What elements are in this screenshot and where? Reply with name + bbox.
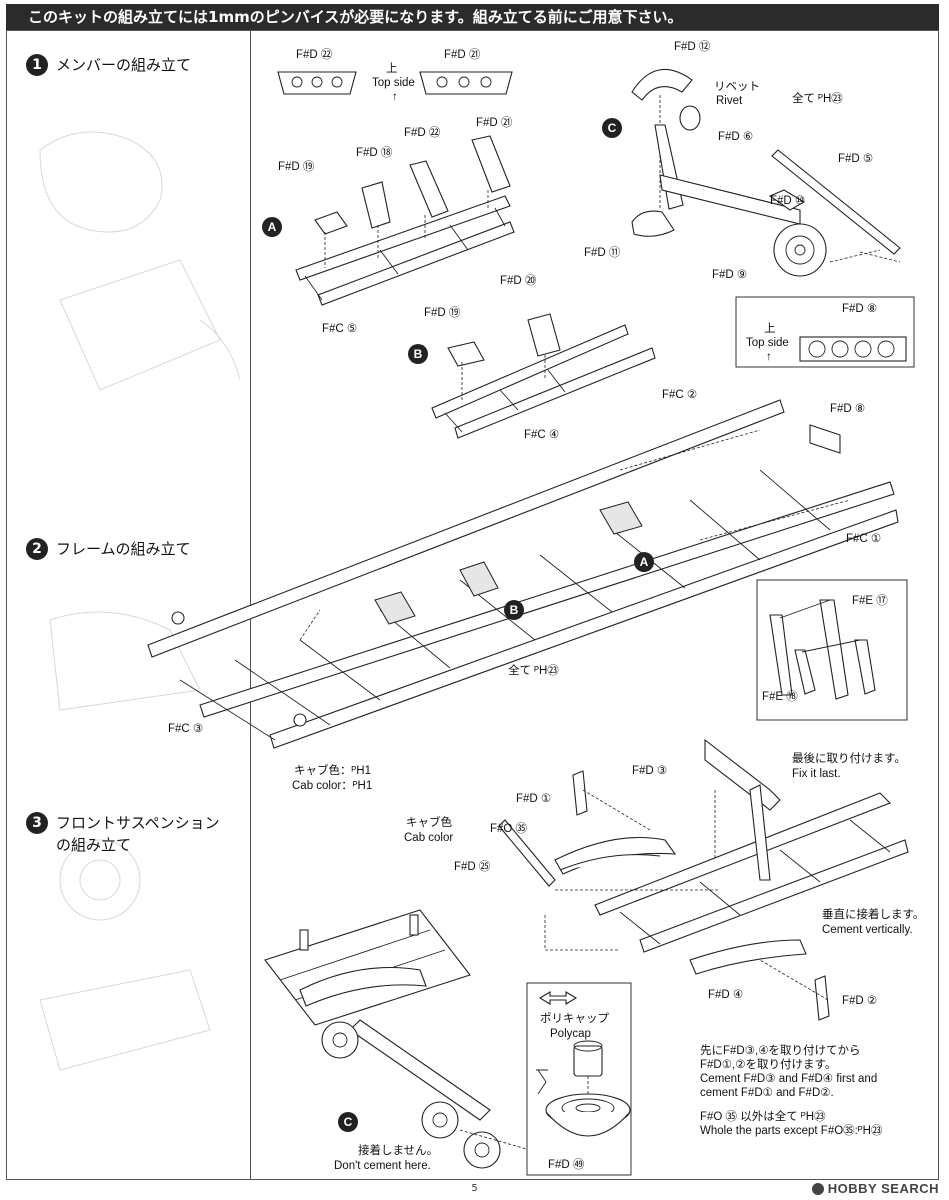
subframe-a <box>295 135 515 306</box>
step-2-number: 2 <box>26 538 48 560</box>
label-c-d9: F#D ⑨ <box>712 269 748 281</box>
label-cab-color2-jp: キャブ色 <box>406 817 452 829</box>
subframe-b <box>431 313 656 439</box>
header-notice: このキットの組み立てには1mmのピンバイスが必要になります。組み立てる前にご用意… <box>6 4 939 30</box>
label-fix-en: Fix it last. <box>792 768 841 780</box>
label-c-d10: F#D ⑩ <box>770 195 806 207</box>
step-2-title: フレームの組み立て <box>56 540 191 558</box>
step-3-number: 3 <box>26 812 48 834</box>
note-line4: cement F#D① and F#D②. <box>700 1087 834 1099</box>
note-line5: F#O ㉟ 以外は全て ᴾH㉓ <box>700 1111 826 1123</box>
label-nocement-en: Don't cement here. <box>334 1160 431 1172</box>
label-s3-d2: F#D ② <box>842 995 878 1007</box>
label-cab-color1-jp: キャブ色：ᴾH1 <box>294 765 372 777</box>
label-vert-en: Cement vertically. <box>822 924 913 936</box>
label-b-d19: F#D ⑲ <box>424 307 461 319</box>
label-cab-color1-en: Cab color：ᴾH1 <box>292 780 373 792</box>
watermark-text: HOBBY SEARCH <box>827 1181 939 1196</box>
inset-part8 <box>735 296 915 368</box>
label-cab-color2-en: Cab color <box>404 832 454 844</box>
label-inset-e18: F#E ⑱ <box>762 691 798 703</box>
label-s3-d3: F#D ③ <box>632 765 668 777</box>
front-suspension-frame <box>498 738 909 1021</box>
page-number: 5 <box>471 1183 478 1194</box>
label-c-all-ph23: 全て ᴾH㉓ <box>792 93 843 105</box>
page-frame <box>6 30 939 1180</box>
step-3-title-line1: フロントサスペンション <box>56 814 220 832</box>
label-c-d12: F#D ⑫ <box>674 41 711 53</box>
label-top-d21: F#D ㉑ <box>444 49 481 61</box>
step-2-heading: 2 フレームの組み立て <box>26 538 191 560</box>
label-a-c5: F#C ⑤ <box>322 323 358 335</box>
polycap-inset <box>526 982 632 1176</box>
step-1-number: 1 <box>26 54 48 76</box>
label-nocement-jp: 接着しません。 <box>358 1145 439 1157</box>
marker-b-frame: B <box>504 600 524 620</box>
note-line3: Cement F#D③ and F#D④ first and <box>700 1073 878 1085</box>
label-s3-o35: F#O ㉟ <box>490 823 528 835</box>
note-line2: F#D①,②を取り付けます。 <box>700 1059 837 1071</box>
step-3-title-line2: の組み立て <box>56 836 132 854</box>
label-frame-all-ph23: 全て ᴾH㉓ <box>508 665 559 677</box>
step-1-heading: 1 メンバーの組み立て <box>26 54 191 76</box>
label-top-d22: F#D ㉒ <box>296 49 333 61</box>
label-polycap-en: Polycap <box>550 1028 591 1040</box>
label-a-d18: F#D ⑱ <box>356 147 393 159</box>
inset-part-e17-e18 <box>756 579 908 721</box>
arrow-up-icon-2: ↑ <box>766 351 772 363</box>
member-top-21 <box>419 71 513 95</box>
label-fix-jp: 最後に取り付けます。 <box>792 753 906 765</box>
member-top-22 <box>277 71 357 95</box>
label-s3-d4: F#D ④ <box>708 989 744 1001</box>
label-top-ue: 上 <box>386 63 398 75</box>
label-c-rivet-jp: リベット <box>714 81 760 93</box>
label-frame-c3: F#C ③ <box>168 723 204 735</box>
step-3-heading: 3 フロントサスペンション の組み立て <box>26 812 220 856</box>
label-s3-d25: F#D ㉕ <box>454 861 491 873</box>
step-1-title: メンバーの組み立て <box>56 56 192 74</box>
marker-c: C <box>602 118 622 138</box>
ghost-art-left <box>39 131 241 1071</box>
label-polycap-jp: ポリキャップ <box>540 1013 609 1025</box>
label-c-rivet-en: Rivet <box>716 95 743 107</box>
label-frame-c2: F#C ② <box>662 389 698 401</box>
marker-b: B <box>408 344 428 364</box>
label-c-d5: F#D ⑤ <box>838 153 874 165</box>
label-b-d20: F#D ⑳ <box>500 275 537 287</box>
label-frame-d8: F#D ⑧ <box>830 403 866 415</box>
watermark: HOBBY SEARCH <box>811 1181 939 1196</box>
label-a-d21: F#D ㉑ <box>476 117 513 129</box>
label-c-d6: F#D ⑥ <box>718 131 754 143</box>
front-axle-c <box>631 68 901 277</box>
label-c-d11: F#D ⑪ <box>584 247 621 259</box>
label-s3-d49: F#D ㊾ <box>548 1159 585 1171</box>
main-frame <box>147 399 899 749</box>
label-inset-d8: F#D ⑧ <box>842 303 878 315</box>
label-top-side: Top side <box>372 77 415 89</box>
arrow-up-icon: ↑ <box>392 91 398 103</box>
label-frame-c1: F#C ① <box>846 533 882 545</box>
label-inset-ue: 上 <box>764 323 776 335</box>
note-line1: 先にF#D③,④を取り付けてから <box>700 1045 861 1057</box>
assembled-chassis <box>264 909 531 1169</box>
label-b-c4: F#C ④ <box>524 429 560 441</box>
label-vert-jp: 垂直に接着します。 <box>822 909 925 921</box>
step-3-title: フロントサスペンション の組み立て <box>56 812 220 856</box>
watermark-logo-icon <box>811 1182 824 1195</box>
note-line6: Whole the parts except F#O㉟:ᴾH㉓ <box>700 1125 883 1137</box>
label-inset-e17: F#E ⑰ <box>852 595 888 607</box>
marker-a-frame: A <box>634 552 654 572</box>
label-inset-top-side: Top side <box>746 337 789 349</box>
label-s3-d1: F#D ① <box>516 793 552 805</box>
label-a-d22: F#D ㉒ <box>404 127 441 139</box>
marker-a: A <box>262 217 282 237</box>
marker-c-lower: C <box>338 1112 358 1132</box>
label-a-d19: F#D ⑲ <box>278 161 315 173</box>
